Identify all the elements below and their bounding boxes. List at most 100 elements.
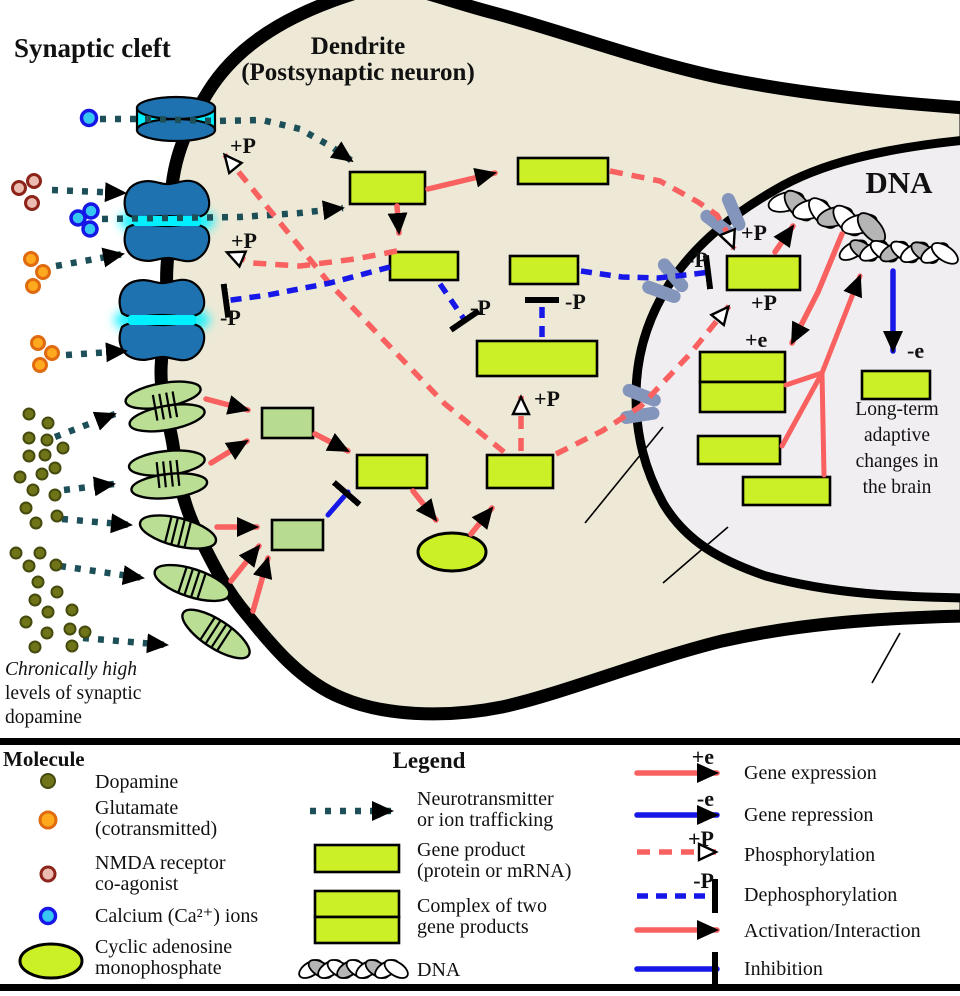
legend-arrow-label: Dephosphorylation — [744, 884, 897, 906]
metabotropic-receptor — [153, 563, 231, 603]
nmda-coagonist-molecules — [11, 173, 42, 211]
modifier-label-plusP: +P — [751, 290, 777, 315]
protein-box-pale-box-1 — [260, 406, 315, 440]
edge-traffic-glutamate-2 — [65, 342, 128, 363]
leader-line — [871, 632, 901, 684]
gene-product-box-box-a — [348, 170, 427, 206]
modifier-label-plusP: +P — [534, 386, 560, 411]
dna-twist — [930, 242, 959, 265]
legend-molecule-label: co-agonist — [95, 873, 179, 895]
edge-expression-dna1-to-complex — [789, 231, 845, 346]
dopamine-molecules — [9, 407, 92, 654]
gene-product-box-box-g — [485, 453, 555, 490]
receptor-lobe-top — [123, 179, 211, 219]
dna-title: DNA — [865, 165, 933, 200]
gene-product-box-creb-box — [725, 254, 802, 292]
gene-product-box-complex-top — [698, 350, 787, 384]
edge-traffic-calcium-channel — [100, 115, 354, 164]
legend-middle-label: gene products — [417, 916, 529, 938]
edge-traffic-glutamate-1 — [55, 247, 125, 270]
edge-phos-g-to-creb — [554, 304, 732, 457]
synaptic-cleft-title: Synaptic cleft — [14, 33, 171, 63]
receptor-lobe-bottom — [123, 223, 211, 263]
legend-middle-label: or ion trafficking — [417, 809, 553, 831]
legend-molecule-label: Dopamine — [95, 771, 178, 793]
edge-activation-a-to-c — [387, 203, 408, 236]
legend-divider-bottom — [0, 984, 960, 991]
gene-product-box-complex-bottom — [698, 380, 787, 414]
legend-molecule-label: (cotransmitted) — [95, 818, 217, 840]
legend-molecule-label: monophosphate — [95, 957, 222, 979]
legend-title: Legend — [393, 748, 466, 773]
nuclear-pore — [642, 258, 689, 303]
legend-molecule-label: Calcium (Ca²⁺) ions — [95, 905, 258, 927]
modifier-label-pluse: +e — [745, 327, 768, 352]
legend-complex-box-top — [313, 889, 401, 919]
edge-dephos-d-to-creb — [580, 255, 714, 290]
legend-middle-label: DNA — [417, 959, 461, 981]
edge-phos-g-to-channel — [221, 152, 506, 455]
ionotropic-receptor — [119, 179, 215, 263]
modifier-label-minusP: -P — [565, 289, 586, 314]
edge-activation-g4-to-pale2 — [228, 543, 262, 584]
legend-arrow-tag: +P — [688, 826, 714, 851]
receptor-channel-pore — [128, 315, 196, 325]
edge-activation-g2-to-pale1 — [208, 438, 250, 466]
legend-middle-label: Complex of two — [417, 895, 547, 917]
legend-arrow-label: Phosphorylation — [744, 844, 875, 866]
sparkle — [62, 454, 70, 466]
longterm-caption: changes in — [856, 451, 939, 472]
legend-arrow-label: Inhibition — [744, 958, 823, 980]
modifier-label-plusP: +P — [231, 228, 257, 253]
protein-box-pale-box-2 — [270, 518, 325, 552]
legend-arrow-label: Activation/Interaction — [744, 920, 921, 942]
legend-arrow-label: Gene repression — [744, 804, 873, 826]
calcium-ion — [79, 108, 99, 128]
ionotropic-receptor — [114, 278, 210, 362]
edge-activation-a-to-b — [425, 167, 498, 192]
dna-helix-gene2 — [838, 239, 959, 265]
edge-activation-pale1-to-f — [312, 431, 351, 454]
leader-line — [662, 526, 729, 584]
legend-divider-top — [0, 738, 960, 745]
modifier-label-plusP: +P — [741, 220, 767, 245]
edge-activation-g5-to-pale2 — [250, 555, 273, 614]
legend-middle-label: Gene product — [417, 839, 526, 861]
edge-traffic-nmda-coagonist — [51, 182, 127, 203]
chronic-dopamine-caption: Chronically high — [5, 659, 137, 680]
legend-molecule-label: Cyclic adenosine — [95, 936, 232, 958]
modifier-label-minusP: -P — [470, 295, 491, 320]
edge-activation-products-to-dna2 — [819, 273, 863, 376]
edge-traffic-dopamine-3 — [61, 513, 133, 534]
legend-dna-swatch — [298, 959, 409, 979]
dendrite-title: Dendrite — [311, 33, 405, 60]
modifier-label-minusP: -P — [687, 247, 708, 272]
glutamate-molecules-1 — [23, 251, 51, 294]
legend-nmda-swatch — [39, 865, 57, 883]
legend-arrow-tag: -e — [697, 786, 714, 811]
dna-helix-gene1 — [767, 189, 887, 244]
edge-dephos-c-to-e — [437, 282, 481, 333]
legend-middle-label: Neurotransmitter — [417, 788, 554, 810]
gene-product-box-nucleus-box-single — [696, 434, 782, 466]
chronic-dopamine-caption: dopamine — [5, 707, 82, 728]
glutamate-molecules-2 — [30, 335, 60, 373]
legend-middle-label: (protein or mRNA) — [417, 860, 571, 882]
edge-junction-bottom — [819, 370, 827, 478]
edge-activation-g1-to-pale1 — [203, 395, 251, 415]
modifier-label-minuse: -e — [907, 338, 924, 363]
legend-gene-box — [313, 843, 401, 874]
receptor-lobe-bottom — [118, 322, 206, 362]
chronic-dopamine-caption: levels of synaptic — [5, 683, 142, 704]
legend-arrow-label: Gene expression — [744, 762, 877, 784]
nuclear-pore — [619, 383, 661, 424]
metabotropic-receptor — [124, 380, 206, 433]
edge-junction-complex — [783, 370, 825, 388]
edge-activation-f-to-camp — [410, 488, 439, 523]
dendrite-subtitle: (Postsynaptic neuron) — [241, 59, 475, 86]
calcium-ions — [69, 202, 100, 238]
ion-channel-receptor — [135, 95, 217, 143]
legend-glutamate-swatch — [38, 810, 58, 830]
